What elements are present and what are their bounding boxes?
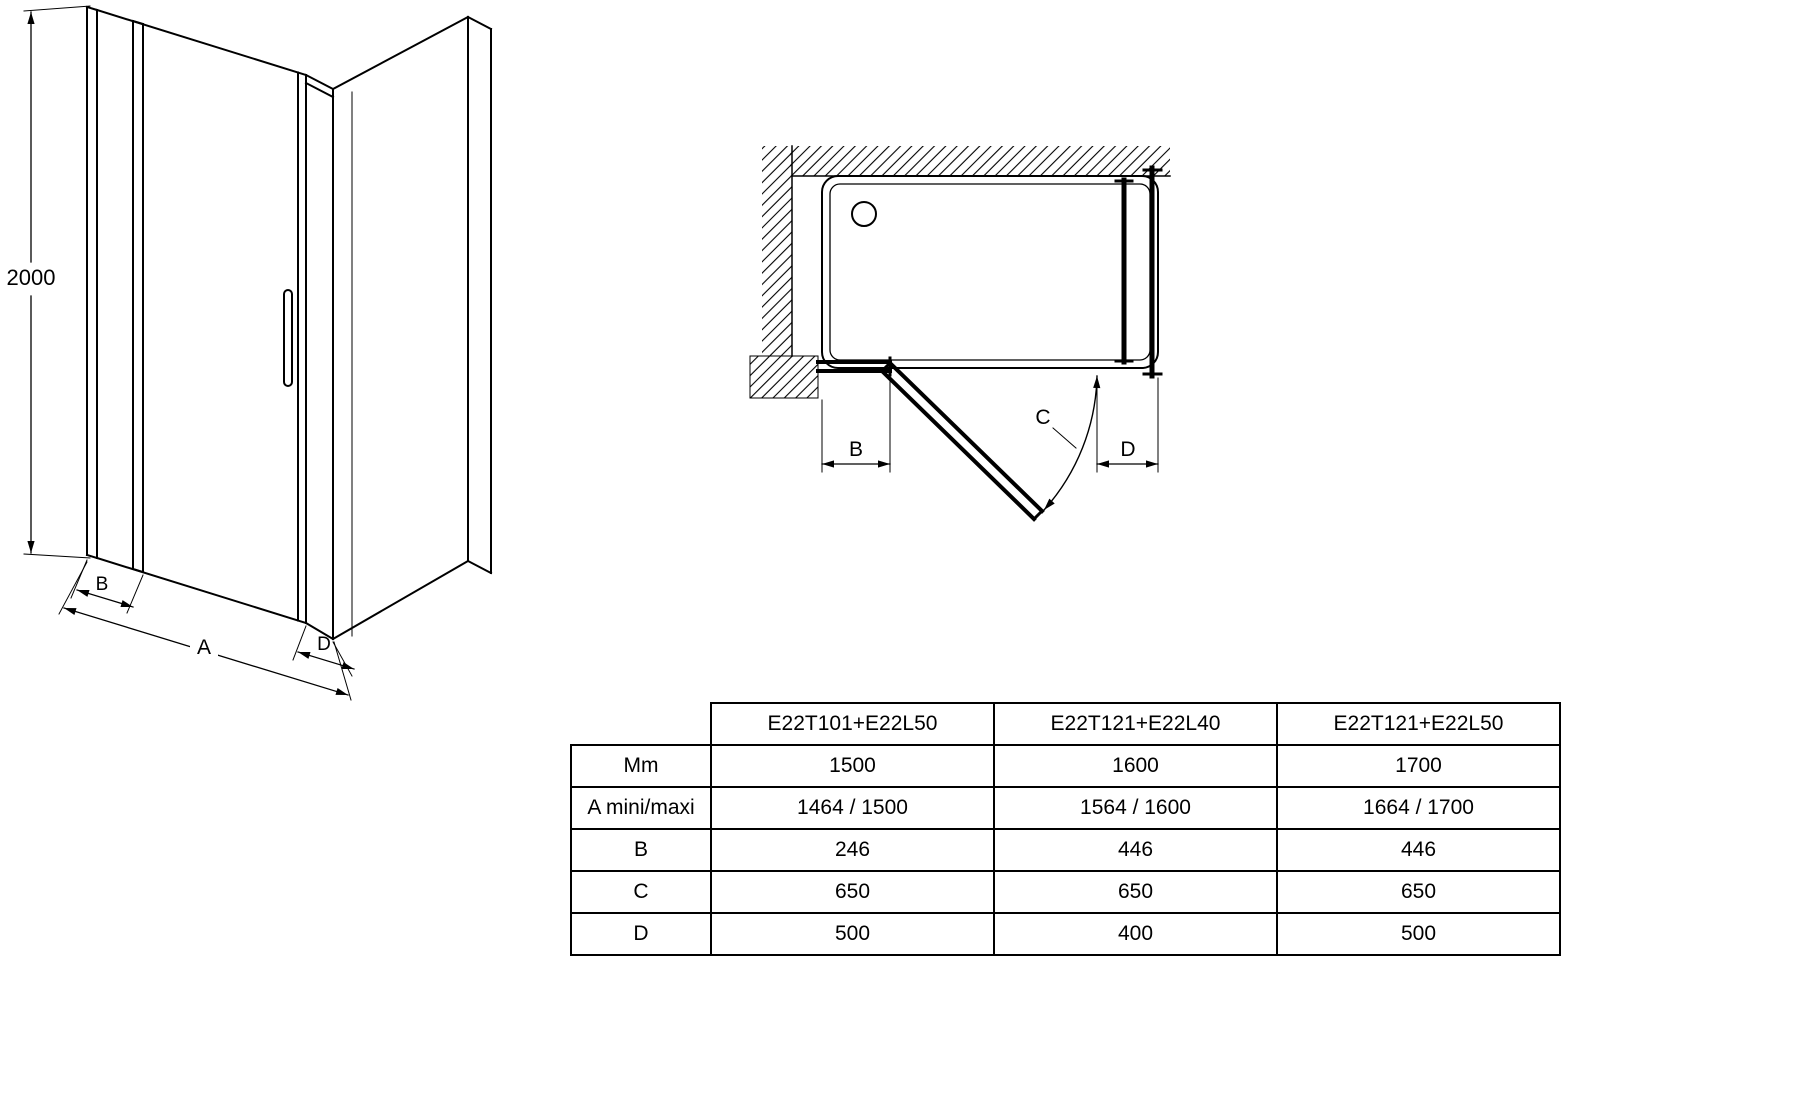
corner-post	[304, 73, 335, 641]
table-row-mm: Mm 1500 1600 1700	[570, 744, 1561, 788]
table-row-b: B 246 446 446	[570, 828, 1561, 872]
table-cell: 1464 / 1500	[710, 786, 995, 830]
column-header: E22T101+E22L50	[710, 702, 995, 746]
iso-view: 2000	[7, 5, 493, 701]
plan-dim-b-label: B	[849, 438, 863, 461]
iso-dimension-a: A	[58, 561, 352, 701]
table-row-d: D 500 400 500	[570, 912, 1561, 956]
iso-dim-b-label: B	[96, 574, 109, 595]
iso-dim-d-label: D	[317, 634, 331, 655]
table-cell: 446	[993, 828, 1278, 872]
table-cell: 650	[1276, 870, 1561, 914]
table-cell: 246	[710, 828, 995, 872]
table-cell: 500	[1276, 912, 1561, 956]
table-cell: 650	[710, 870, 995, 914]
spec-table: E22T101+E22L50 E22T121+E22L40 E22T121+E2…	[570, 702, 1561, 956]
table-cell: 650	[993, 870, 1278, 914]
table-cell: 500	[710, 912, 995, 956]
plan-view: C B D	[749, 145, 1171, 522]
table-cell: 1564 / 1600	[993, 786, 1278, 830]
iso-dim-a-label: A	[197, 636, 211, 659]
shower-tray	[821, 175, 1159, 369]
left-wall-profile	[85, 5, 99, 560]
iso-dimension-b: B	[70, 559, 144, 614]
table-cell: 1600	[993, 744, 1278, 788]
table-row-c: C 650 650 650	[570, 870, 1561, 914]
wall-hatching	[749, 145, 1171, 399]
row-label: A mini/maxi	[570, 786, 712, 830]
row-label: D	[570, 912, 712, 956]
table-cell: 1500	[710, 744, 995, 788]
side-panel	[331, 15, 493, 641]
column-header: E22T121+E22L50	[1276, 702, 1561, 746]
row-label: Mm	[570, 744, 712, 788]
door-handle	[283, 289, 293, 387]
iso-height-label: 2000	[7, 265, 56, 290]
plan-dim-d-label: D	[1120, 438, 1135, 461]
table-cell: 446	[1276, 828, 1561, 872]
door-panel-plan	[879, 360, 1045, 522]
plan-dimension-b: B	[821, 377, 891, 473]
table-cell: 400	[993, 912, 1278, 956]
row-label: C	[570, 870, 712, 914]
side-glass-panel-plan	[1114, 165, 1163, 379]
plan-dimension-d: D	[1096, 377, 1159, 473]
plan-dim-c-label: C	[1035, 406, 1050, 429]
iso-dimension-d: D	[292, 625, 355, 677]
table-cell: 1700	[1276, 744, 1561, 788]
table-row-a: A mini/maxi 1464 / 1500 1564 / 1600 1664…	[570, 786, 1561, 830]
fixed-glass-strip	[131, 19, 145, 574]
row-label: B	[570, 828, 712, 872]
column-header: E22T121+E22L40	[993, 702, 1278, 746]
iso-height-dimension: 2000	[7, 5, 91, 559]
door-swing-arc: C	[1035, 375, 1101, 511]
table-corner-cell	[571, 703, 711, 745]
drain-circle	[851, 201, 877, 227]
glass-door-panel	[95, 8, 308, 625]
table-header-row: E22T101+E22L50 E22T121+E22L40 E22T121+E2…	[571, 702, 1561, 746]
table-cell: 1664 / 1700	[1276, 786, 1561, 830]
